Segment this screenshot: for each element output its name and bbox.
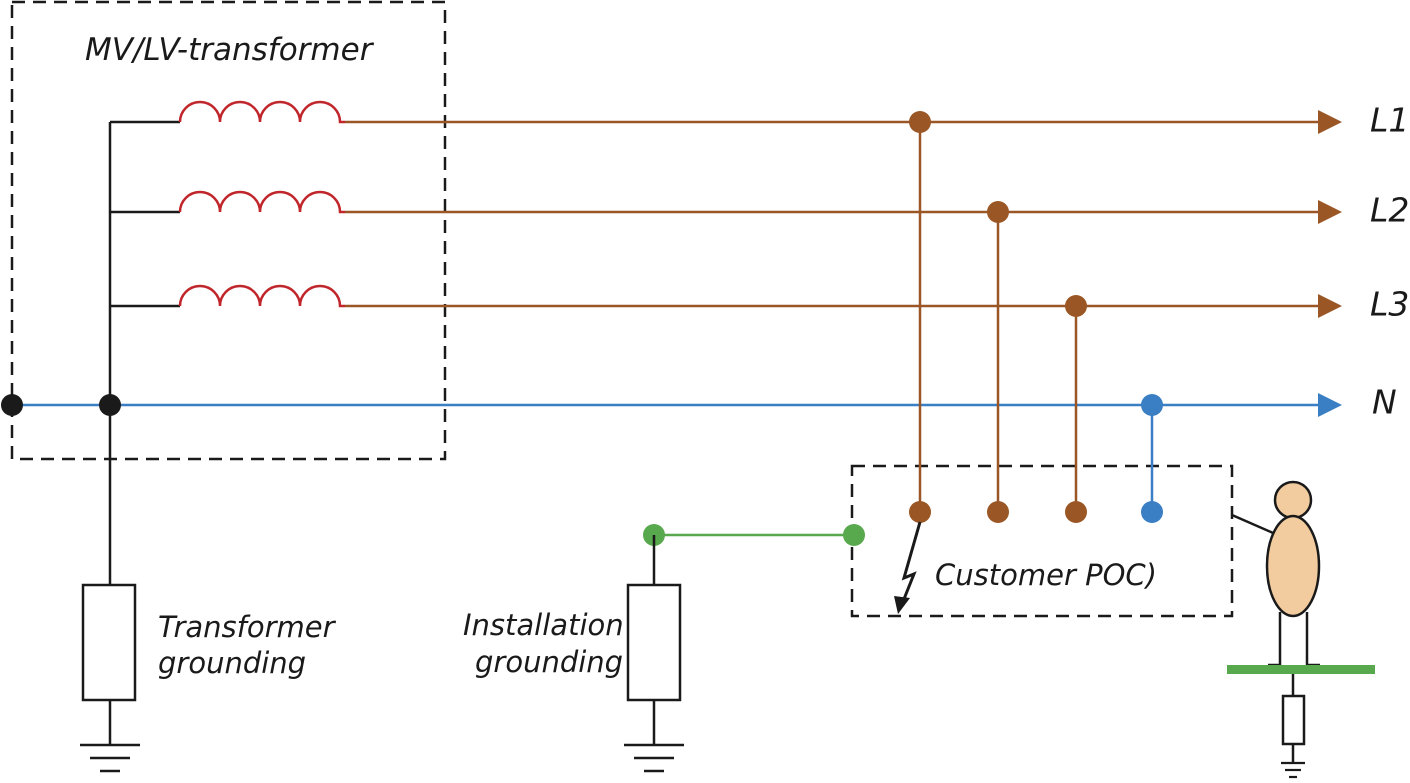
pe-dot-right [843, 524, 865, 546]
label-neutral: N [1372, 383, 1397, 422]
winding-coil-l3 [178, 284, 345, 308]
ground-symbol-icon [1281, 761, 1305, 779]
winding-coil-l2 [178, 190, 345, 214]
installation-grounding-label-1: Installation [463, 608, 624, 642]
transformer-ground-resistor [81, 583, 137, 702]
tap-dot-l3 [1065, 295, 1087, 317]
installation-grounding-label-2: grounding [475, 645, 623, 679]
customer-poc-enclosure [850, 464, 1234, 618]
label-l2: L2 [1370, 191, 1409, 230]
transformer-grounding-label-1: Transformer [158, 610, 337, 644]
transformer-title: MV/LV-transformer [85, 32, 375, 68]
label-l3: L3 [1370, 285, 1409, 324]
terminal-dot-l1 [909, 501, 931, 523]
body-ground-resistor [1281, 694, 1306, 746]
person-body [1265, 514, 1321, 618]
person-arm [1231, 513, 1281, 538]
ground-symbol-icon [624, 743, 684, 773]
arrow-right-icon [1318, 200, 1342, 224]
transformer-enclosure [10, 0, 447, 461]
fault-lightning-icon [894, 521, 922, 614]
neutral-terminal-dot [1, 394, 23, 416]
tap-dot-l1 [909, 111, 931, 133]
ground-symbol-icon [80, 743, 140, 773]
installation-ground-resistor [626, 583, 682, 702]
person-head [1273, 480, 1313, 520]
label-l1: L1 [1370, 101, 1409, 140]
person-icon [1231, 480, 1321, 667]
person-leg-left [1268, 612, 1282, 667]
customer-poc-label: Customer POC) [935, 558, 1157, 592]
standing-ground-plate [1227, 665, 1375, 674]
tap-dot-neutral [1141, 394, 1163, 416]
tap-dot-l2 [987, 201, 1009, 223]
transformer-grounding-label-2: grounding [158, 646, 306, 680]
terminal-dot-l3 [1065, 501, 1087, 523]
terminal-dot-l2 [987, 501, 1009, 523]
terminal-dot-neutral [1141, 501, 1163, 523]
winding-coil-l1 [178, 100, 345, 124]
arrow-right-icon [1318, 110, 1342, 134]
person-leg-right [1305, 612, 1320, 667]
arrow-right-icon [1318, 294, 1342, 318]
arrow-right-icon [1318, 393, 1342, 417]
